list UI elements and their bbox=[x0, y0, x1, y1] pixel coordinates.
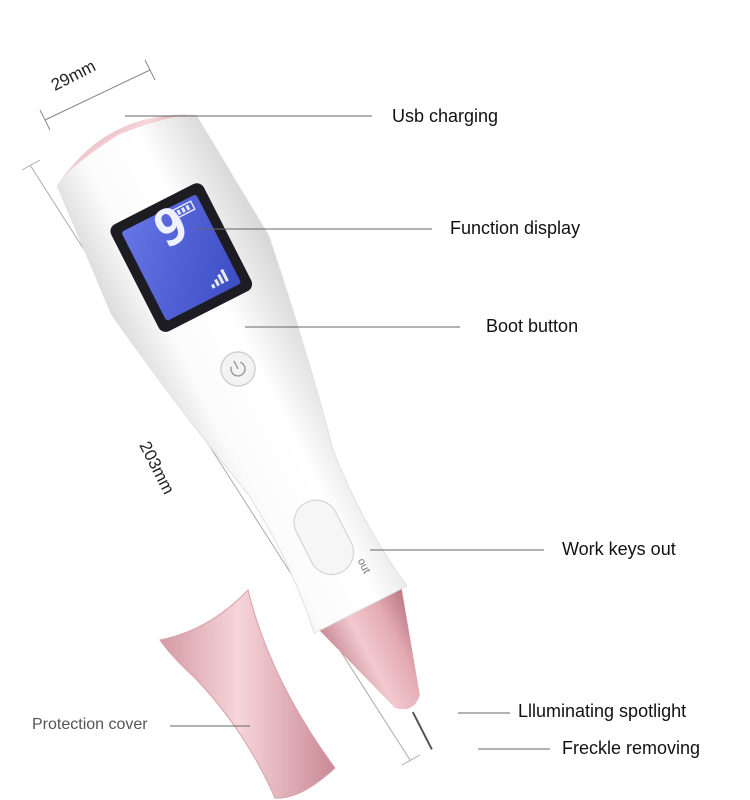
pen-device bbox=[56, 114, 433, 750]
protection-cover bbox=[159, 588, 336, 799]
freckle-removing-label: Freckle removing bbox=[562, 738, 701, 758]
battery-icon bbox=[171, 200, 196, 220]
function-display-screen bbox=[122, 195, 241, 321]
leader-lines bbox=[125, 115, 550, 750]
work-keys-out-label: Work keys out bbox=[562, 539, 676, 559]
dimension-width-line bbox=[39, 59, 156, 131]
boot-button-label: Boot button bbox=[486, 316, 579, 336]
rose-gold-tip bbox=[319, 588, 420, 710]
usb-cap bbox=[57, 115, 197, 187]
function-display-label: Function display bbox=[450, 218, 581, 238]
signal-bars-icon bbox=[211, 268, 229, 289]
power-icon bbox=[230, 360, 246, 377]
needle bbox=[411, 711, 433, 750]
illuminating-spotlight-label: Llluminating spotlight bbox=[518, 701, 687, 721]
work-key-out-button[interactable] bbox=[287, 493, 362, 582]
protection-cover-label: Protection cover bbox=[32, 716, 148, 733]
usb-charging-label: Usb charging bbox=[392, 106, 499, 126]
